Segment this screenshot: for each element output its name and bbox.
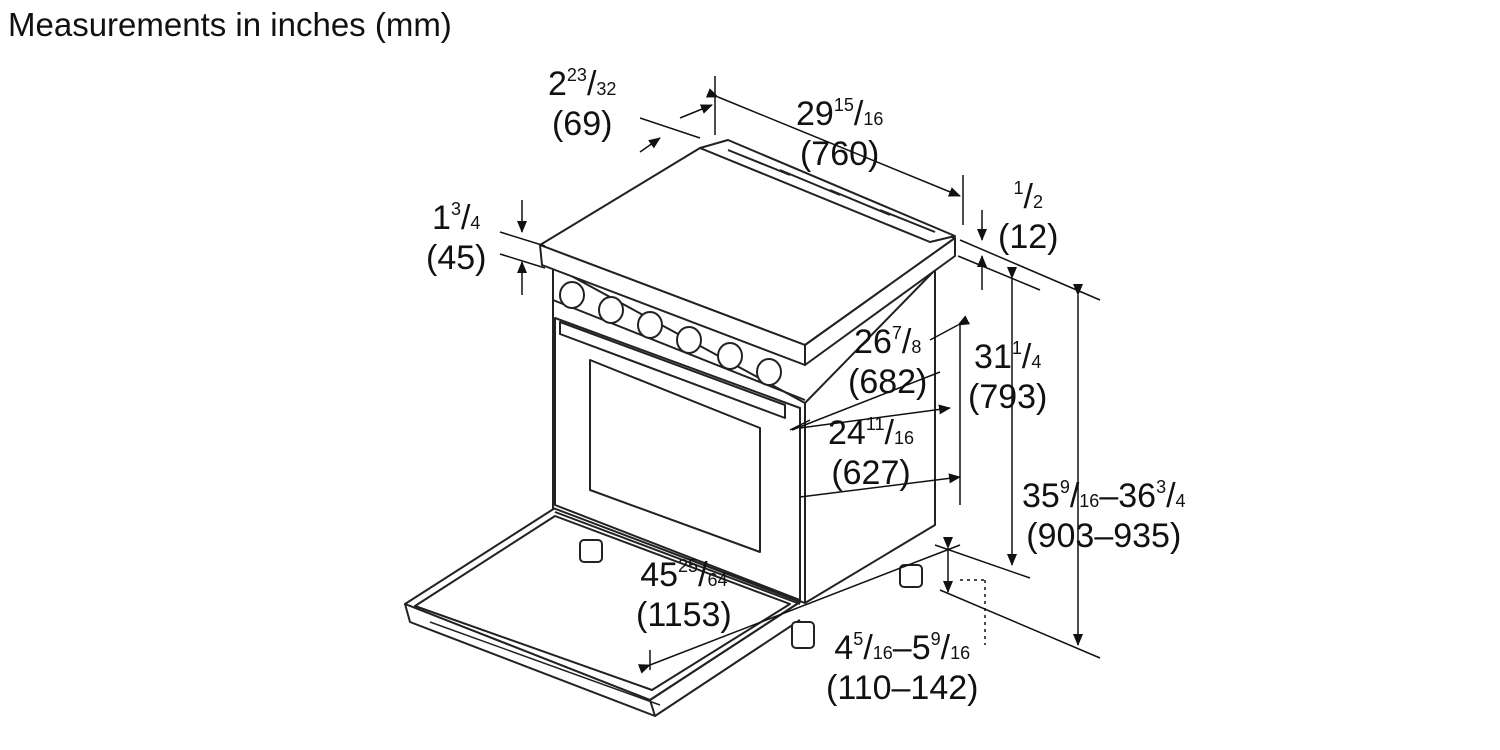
dimension-total-height: 359/16–363/4 (903–935) (1022, 477, 1186, 555)
dimension-cooktop-thickness: 13/4 (45) (426, 199, 487, 277)
page-title: Measurements in inches (mm) (8, 6, 452, 43)
dimension-door-open-depth: 4525/64 (1153) (636, 556, 732, 634)
legs (579, 539, 923, 649)
dimension-top-offset: 223/32 (69) (548, 65, 617, 143)
dimension-depth-door: 2411/16 (627) (828, 414, 914, 492)
knobs (559, 281, 782, 386)
dimension-half-inch: 1/2 (12) (998, 178, 1059, 256)
oven-door (554, 317, 801, 605)
dimension-leg-height: 45/16–59/16 (110–142) (826, 629, 979, 707)
dimension-width: 2915/16 (760) (796, 95, 884, 173)
dimension-body-height: 311/4 (793) (968, 338, 1048, 416)
dimension-depth-body: 267/8 (682) (848, 323, 928, 401)
dimension-lines (499, 76, 1101, 674)
